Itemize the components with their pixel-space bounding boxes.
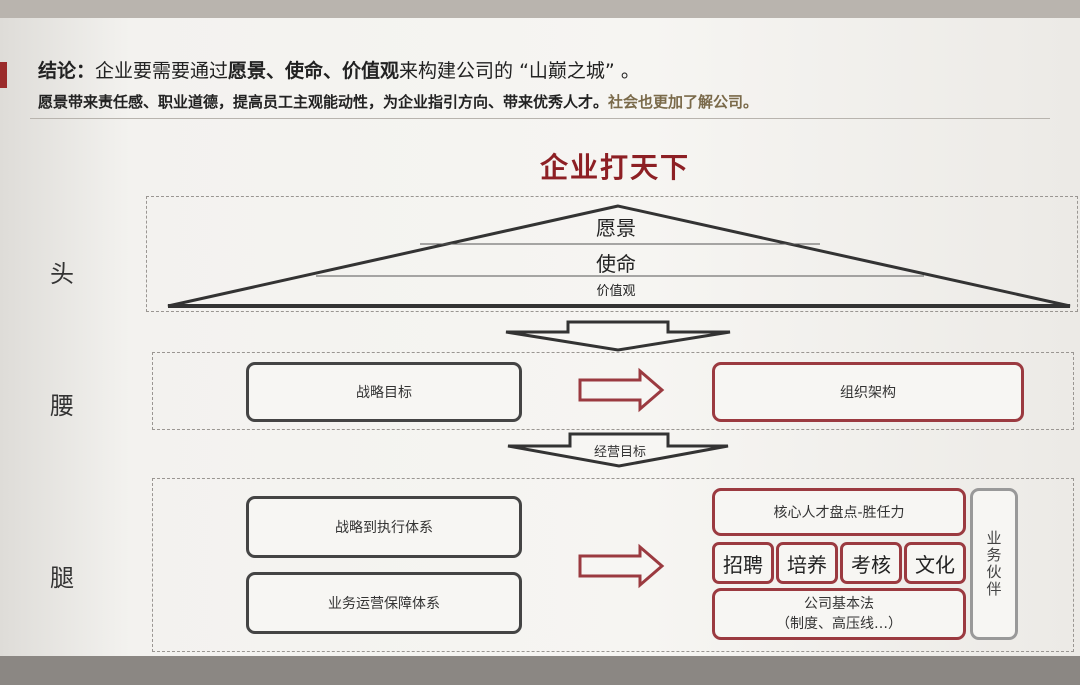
row-label-legs: 腿: [50, 564, 74, 592]
basic-law-line1: 公司基本法: [804, 596, 874, 612]
accent-bar: [0, 62, 7, 88]
row-label-head: 头: [50, 260, 74, 288]
monitor-bezel-top: [0, 0, 1080, 20]
strategic-goal-box: 战略目标: [246, 362, 522, 422]
waist-section-box: [152, 352, 1074, 430]
subline: 愿景带来责任感、职业道德，提高员工主观能动性，为企业指引方向、带来优秀人才。社会…: [38, 91, 758, 112]
subline-main: 愿景带来责任感、职业道德，提高员工主观能动性，为企业指引方向、带来优秀人才。: [38, 93, 609, 111]
monitor-bezel-bottom: [0, 656, 1080, 685]
pyramid-mission: 使命: [596, 252, 636, 276]
right-arrow-waist: [578, 367, 665, 413]
right-arrow-legs: [578, 543, 665, 589]
business-partner-box: 业务伙伴: [970, 488, 1018, 640]
basic-law-box: 公司基本法 （制度、高压线…）: [712, 588, 966, 640]
row-label-waist: 腰: [50, 392, 74, 420]
chip-train: 培养: [776, 542, 838, 584]
subline-accent: 社会也更加了解公司。: [608, 93, 759, 111]
arrow-label-business-goal: 经营目标: [593, 445, 646, 460]
down-arrow-waist-to-legs: [507, 432, 729, 468]
basic-law-line2: （制度、高压线…）: [776, 616, 902, 632]
down-arrow-head-to-waist: [505, 320, 731, 352]
chip-recruit: 招聘: [712, 542, 774, 584]
conclusion-pre: 企业要需要通过: [95, 60, 229, 82]
pyramid-vision: 愿景: [596, 216, 636, 240]
head-section-box: [146, 196, 1078, 312]
operations-support-box: 业务运营保障体系: [246, 572, 522, 634]
diagram-title: 企业打天下: [539, 151, 690, 184]
conclusion-line: 结论：企业要需要通过愿景、使命、价值观来构建公司的 “山巅之城” 。: [38, 56, 640, 83]
conclusion-label: 结论：: [38, 60, 96, 82]
chip-culture: 文化: [904, 542, 966, 584]
strategy-execution-box: 战略到执行体系: [246, 496, 522, 558]
conclusion-post: 来构建公司的 “山巅之城” 。: [399, 60, 640, 82]
header-divider: [30, 118, 1050, 119]
legs-section-box: [152, 478, 1074, 652]
conclusion-bold: 愿景、使命、价值观: [228, 60, 400, 82]
org-structure-box: 组织架构: [712, 362, 1024, 422]
pyramid-values: 价值观: [596, 284, 636, 299]
talent-review-box: 核心人才盘点-胜任力: [712, 488, 966, 536]
chip-assess: 考核: [840, 542, 902, 584]
